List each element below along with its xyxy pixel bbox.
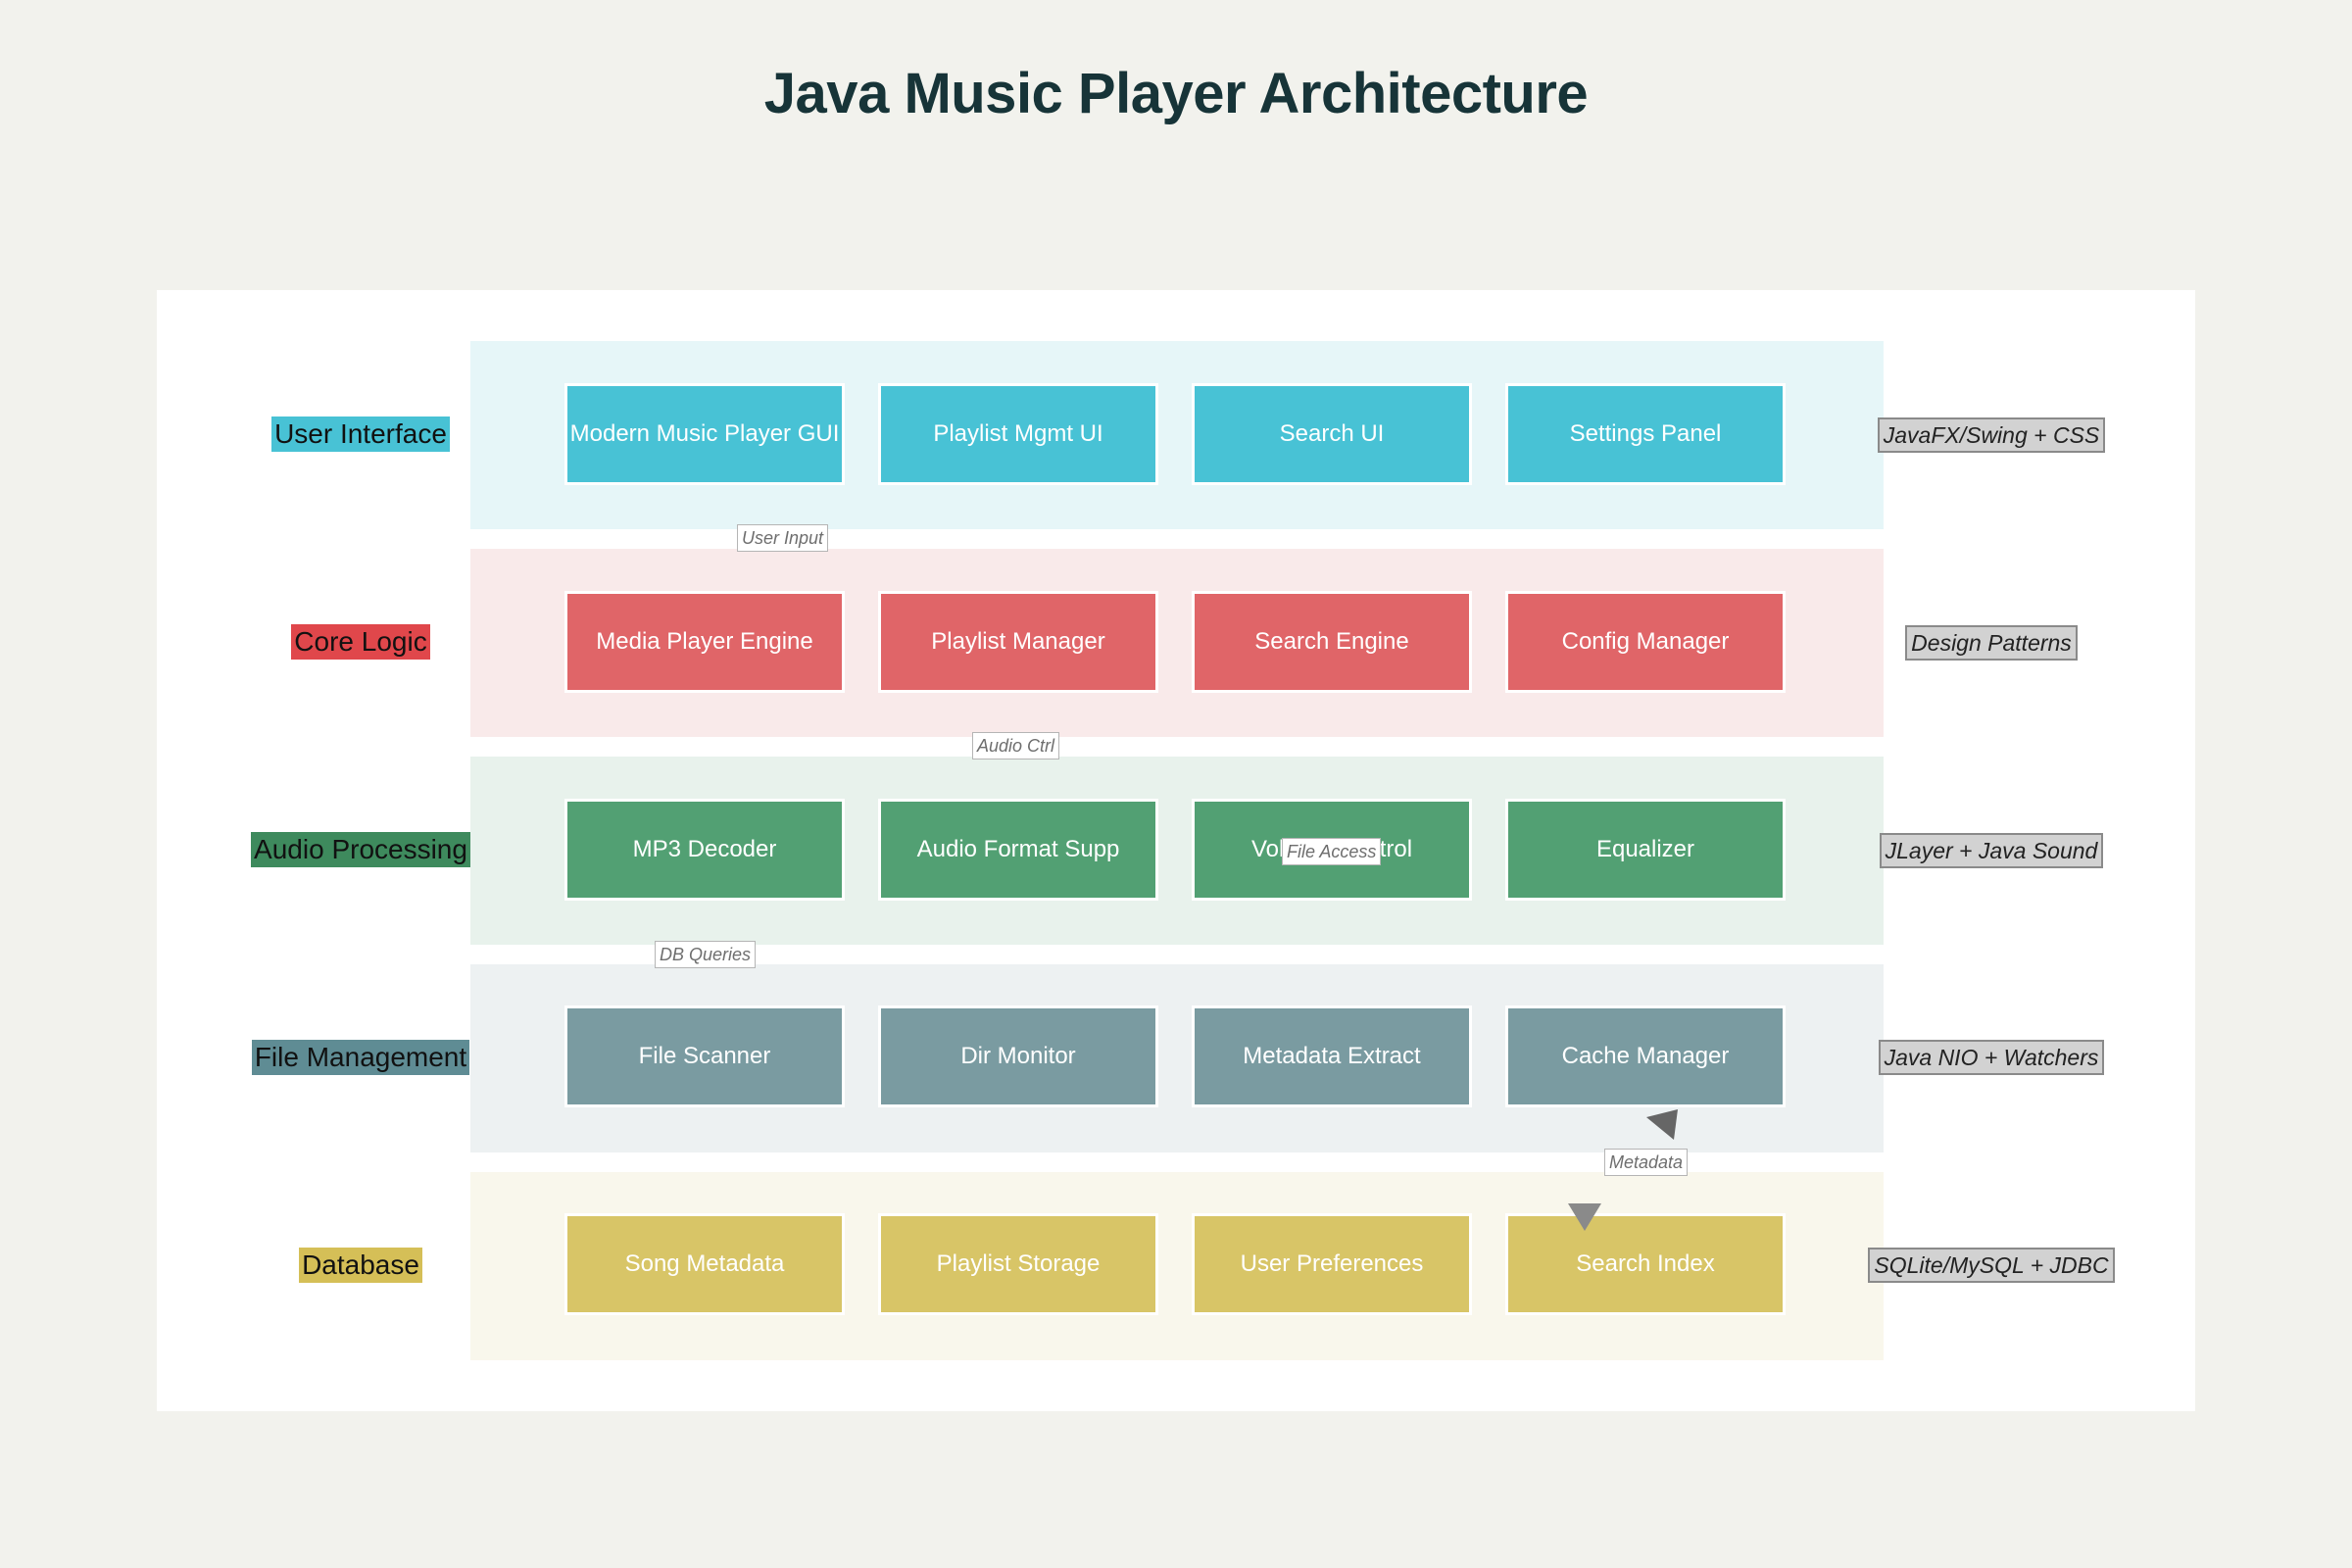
tech-note-text: JLayer + Java Sound — [1879, 833, 2104, 868]
component-equalizer[interactable]: Equalizer — [1505, 799, 1786, 901]
component-search-index[interactable]: Search Index — [1505, 1213, 1786, 1315]
component-song-metadata[interactable]: Song Metadata — [564, 1213, 845, 1315]
tech-note-text: SQLite/MySQL + JDBC — [1868, 1248, 2115, 1283]
tech-note-audio-processing: JLayer + Java Sound — [1835, 833, 2148, 868]
flow-label-metadata: Metadata — [1604, 1149, 1689, 1176]
component-metadata-extract[interactable]: Metadata Extract — [1192, 1005, 1472, 1107]
tech-note-text: Design Patterns — [1905, 625, 2078, 661]
component-config-manager[interactable]: Config Manager — [1505, 591, 1786, 693]
tech-note-user-interface: JavaFX/Swing + CSS — [1835, 417, 2148, 453]
flow-label-db-queries: DB Queries — [655, 941, 757, 968]
tech-note-file-management: Java NIO + Watchers — [1835, 1040, 2148, 1075]
diagram-title: Java Music Player Architecture — [763, 62, 1589, 125]
component-user-preferences[interactable]: User Preferences — [1192, 1213, 1472, 1315]
layer-label-user-interface: User Interface — [157, 416, 564, 452]
component-search-ui[interactable]: Search UI — [1192, 383, 1472, 485]
component-file-scanner[interactable]: File Scanner — [564, 1005, 845, 1107]
layer-name: File Management — [251, 1040, 470, 1075]
component-playlist-manager[interactable]: Playlist Manager — [878, 591, 1158, 693]
layer-name: User Interface — [271, 416, 450, 452]
arrowhead-down-icon — [1568, 1203, 1601, 1231]
tech-note-core-logic: Design Patterns — [1835, 625, 2148, 661]
flow-label-audio-ctrl: Audio Ctrl — [972, 732, 1060, 760]
flow-label-file-access: File Access — [1282, 838, 1382, 865]
arrowhead-up-icon — [1646, 1109, 1678, 1140]
layer-name: Database — [299, 1248, 422, 1283]
layer-label-file-management: File Management — [157, 1040, 564, 1075]
component-mp3-decoder[interactable]: MP3 Decoder — [564, 799, 845, 901]
layer-name: Audio Processing — [251, 832, 470, 867]
component-modern-music-player-gui[interactable]: Modern Music Player GUI — [564, 383, 845, 485]
layer-name: Core Logic — [291, 624, 430, 660]
layer-label-database: Database — [157, 1248, 564, 1283]
component-playlist-mgmt-ui[interactable]: Playlist Mgmt UI — [878, 383, 1158, 485]
layer-label-audio-processing: Audio Processing — [157, 832, 564, 867]
component-settings-panel[interactable]: Settings Panel — [1505, 383, 1786, 485]
component-search-engine[interactable]: Search Engine — [1192, 591, 1472, 693]
component-media-player-engine[interactable]: Media Player Engine — [564, 591, 845, 693]
layer-label-core-logic: Core Logic — [157, 624, 564, 660]
component-cache-manager[interactable]: Cache Manager — [1505, 1005, 1786, 1107]
component-audio-format-supp[interactable]: Audio Format Supp — [878, 799, 1158, 901]
flow-label-user-input: User Input — [737, 524, 829, 552]
tech-note-database: SQLite/MySQL + JDBC — [1835, 1248, 2148, 1283]
tech-note-text: Java NIO + Watchers — [1878, 1040, 2105, 1075]
tech-note-text: JavaFX/Swing + CSS — [1877, 417, 2106, 453]
component-playlist-storage[interactable]: Playlist Storage — [878, 1213, 1158, 1315]
component-dir-monitor[interactable]: Dir Monitor — [878, 1005, 1158, 1107]
